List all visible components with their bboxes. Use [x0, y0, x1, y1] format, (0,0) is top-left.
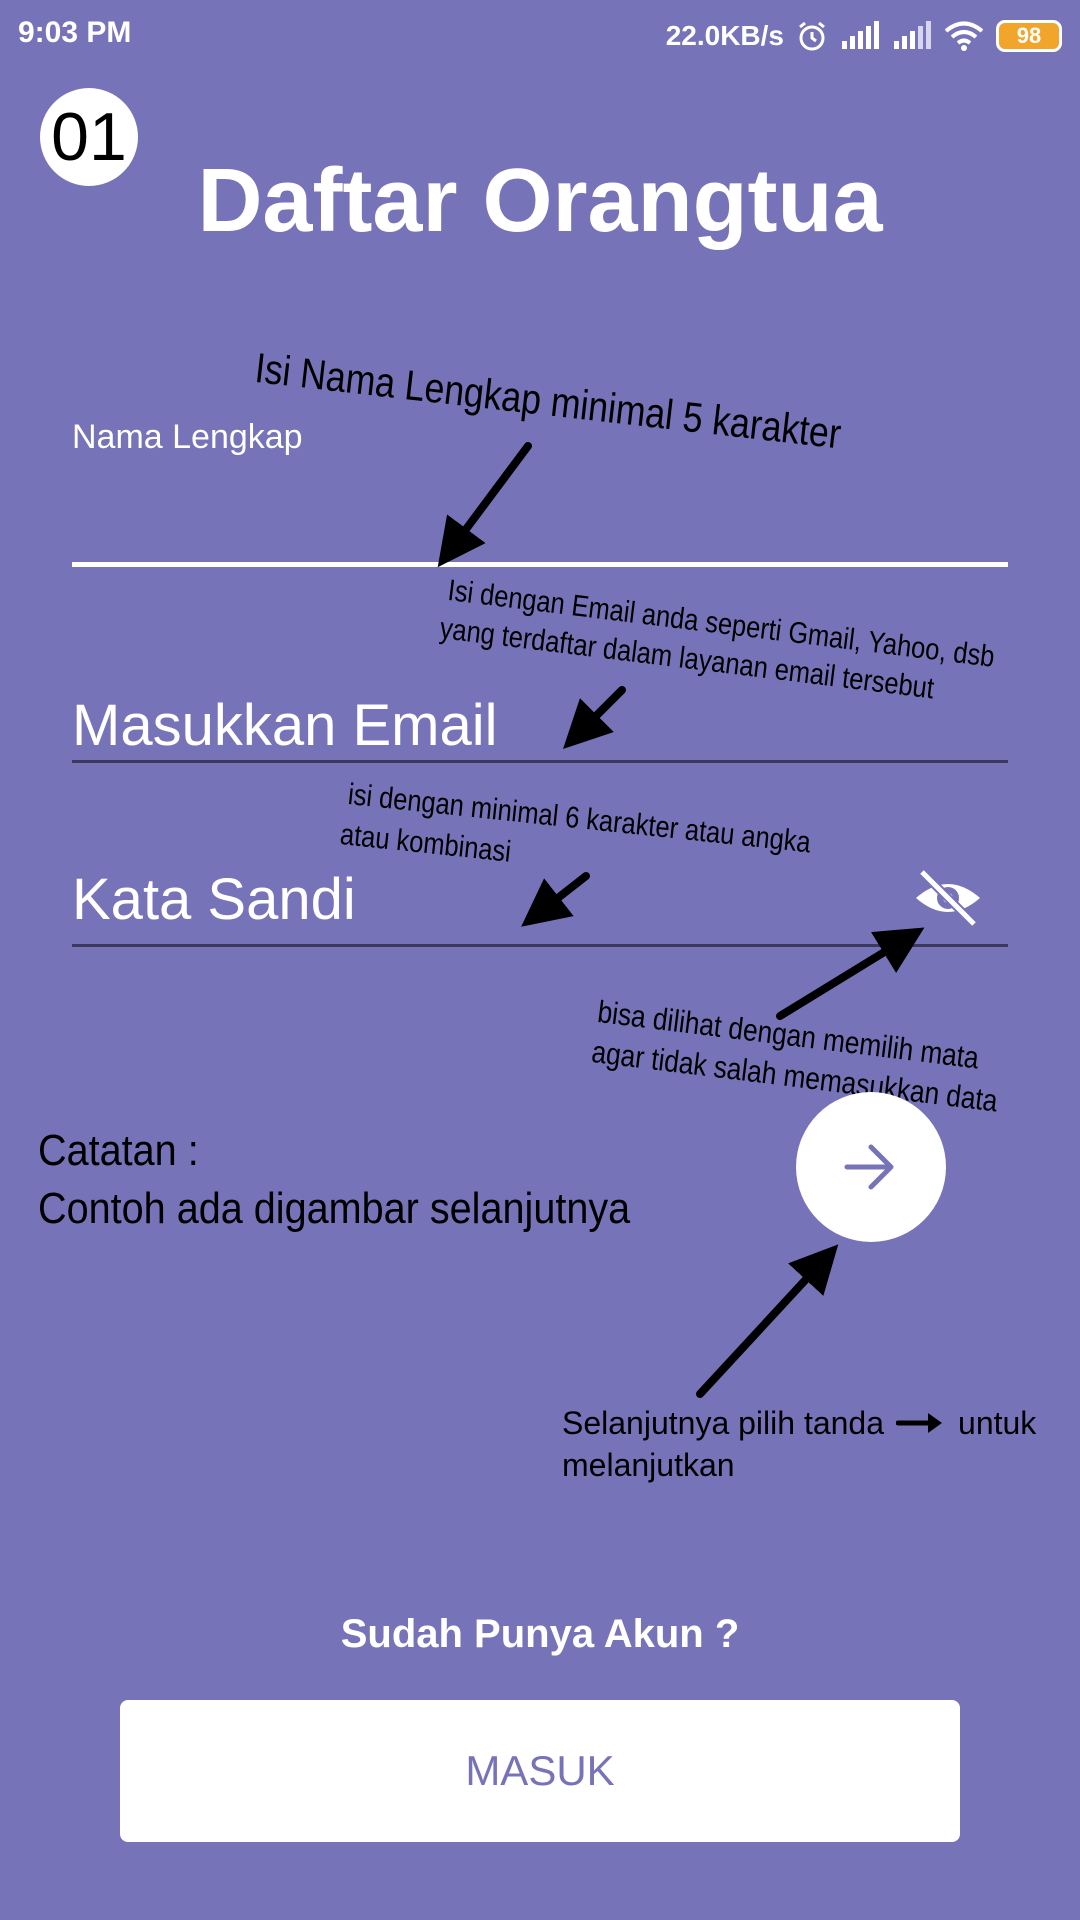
signal-icon — [894, 21, 931, 49]
next-hint-text-part2: untuk — [958, 1405, 1037, 1441]
name-field-underline — [72, 562, 1008, 567]
network-speed: 22.0KB/s — [665, 20, 784, 51]
name-hint-annotation: Isi Nama Lengkap minimal 5 karakter — [252, 344, 844, 458]
battery-icon: 98 — [996, 20, 1062, 52]
email-field[interactable]: Masukkan Email — [72, 693, 498, 758]
arrow-to-eye-icon — [776, 927, 925, 1020]
note-annotation: Catatan : Contoh ada digambar selanjutny… — [38, 1122, 696, 1238]
page-title: Daftar Orangtua — [197, 151, 883, 251]
arrow-right-icon — [896, 1413, 943, 1433]
note-text: Contoh ada digambar selanjutnya — [38, 1184, 631, 1233]
next-hint-annotation: Selanjutnya pilih tanda untuk melanjutka… — [562, 1402, 1036, 1486]
login-button[interactable]: MASUK — [120, 1700, 960, 1842]
note-title: Catatan : — [38, 1126, 199, 1175]
wifi-icon — [944, 21, 984, 51]
full-name-field[interactable] — [72, 470, 1008, 562]
arrow-to-next-button — [696, 1244, 839, 1398]
email-field-underline — [72, 760, 1008, 763]
arrow-to-password-field — [521, 872, 590, 927]
next-button[interactable] — [796, 1092, 946, 1242]
next-hint-text-part1: Selanjutnya pilih tanda — [562, 1405, 885, 1441]
password-field-underline — [72, 944, 1008, 947]
password-field[interactable]: Kata Sandi — [72, 867, 356, 932]
eye-off-icon[interactable] — [912, 868, 984, 928]
next-hint-text-line2: melanjutkan — [562, 1447, 735, 1483]
have-account-text: Sudah Punya Akun ? — [340, 1612, 740, 1656]
arrow-to-email-field — [563, 686, 626, 749]
signal-icon — [842, 21, 879, 49]
arrow-right-icon — [844, 1144, 894, 1190]
alarm-icon — [799, 21, 825, 51]
status-time: 9:03 PM — [18, 16, 132, 49]
step-number-badge: 01 — [40, 88, 138, 186]
name-field-label: Nama Lengkap — [72, 418, 303, 456]
status-icons: 22.0KB/s 98 — [666, 16, 1062, 56]
